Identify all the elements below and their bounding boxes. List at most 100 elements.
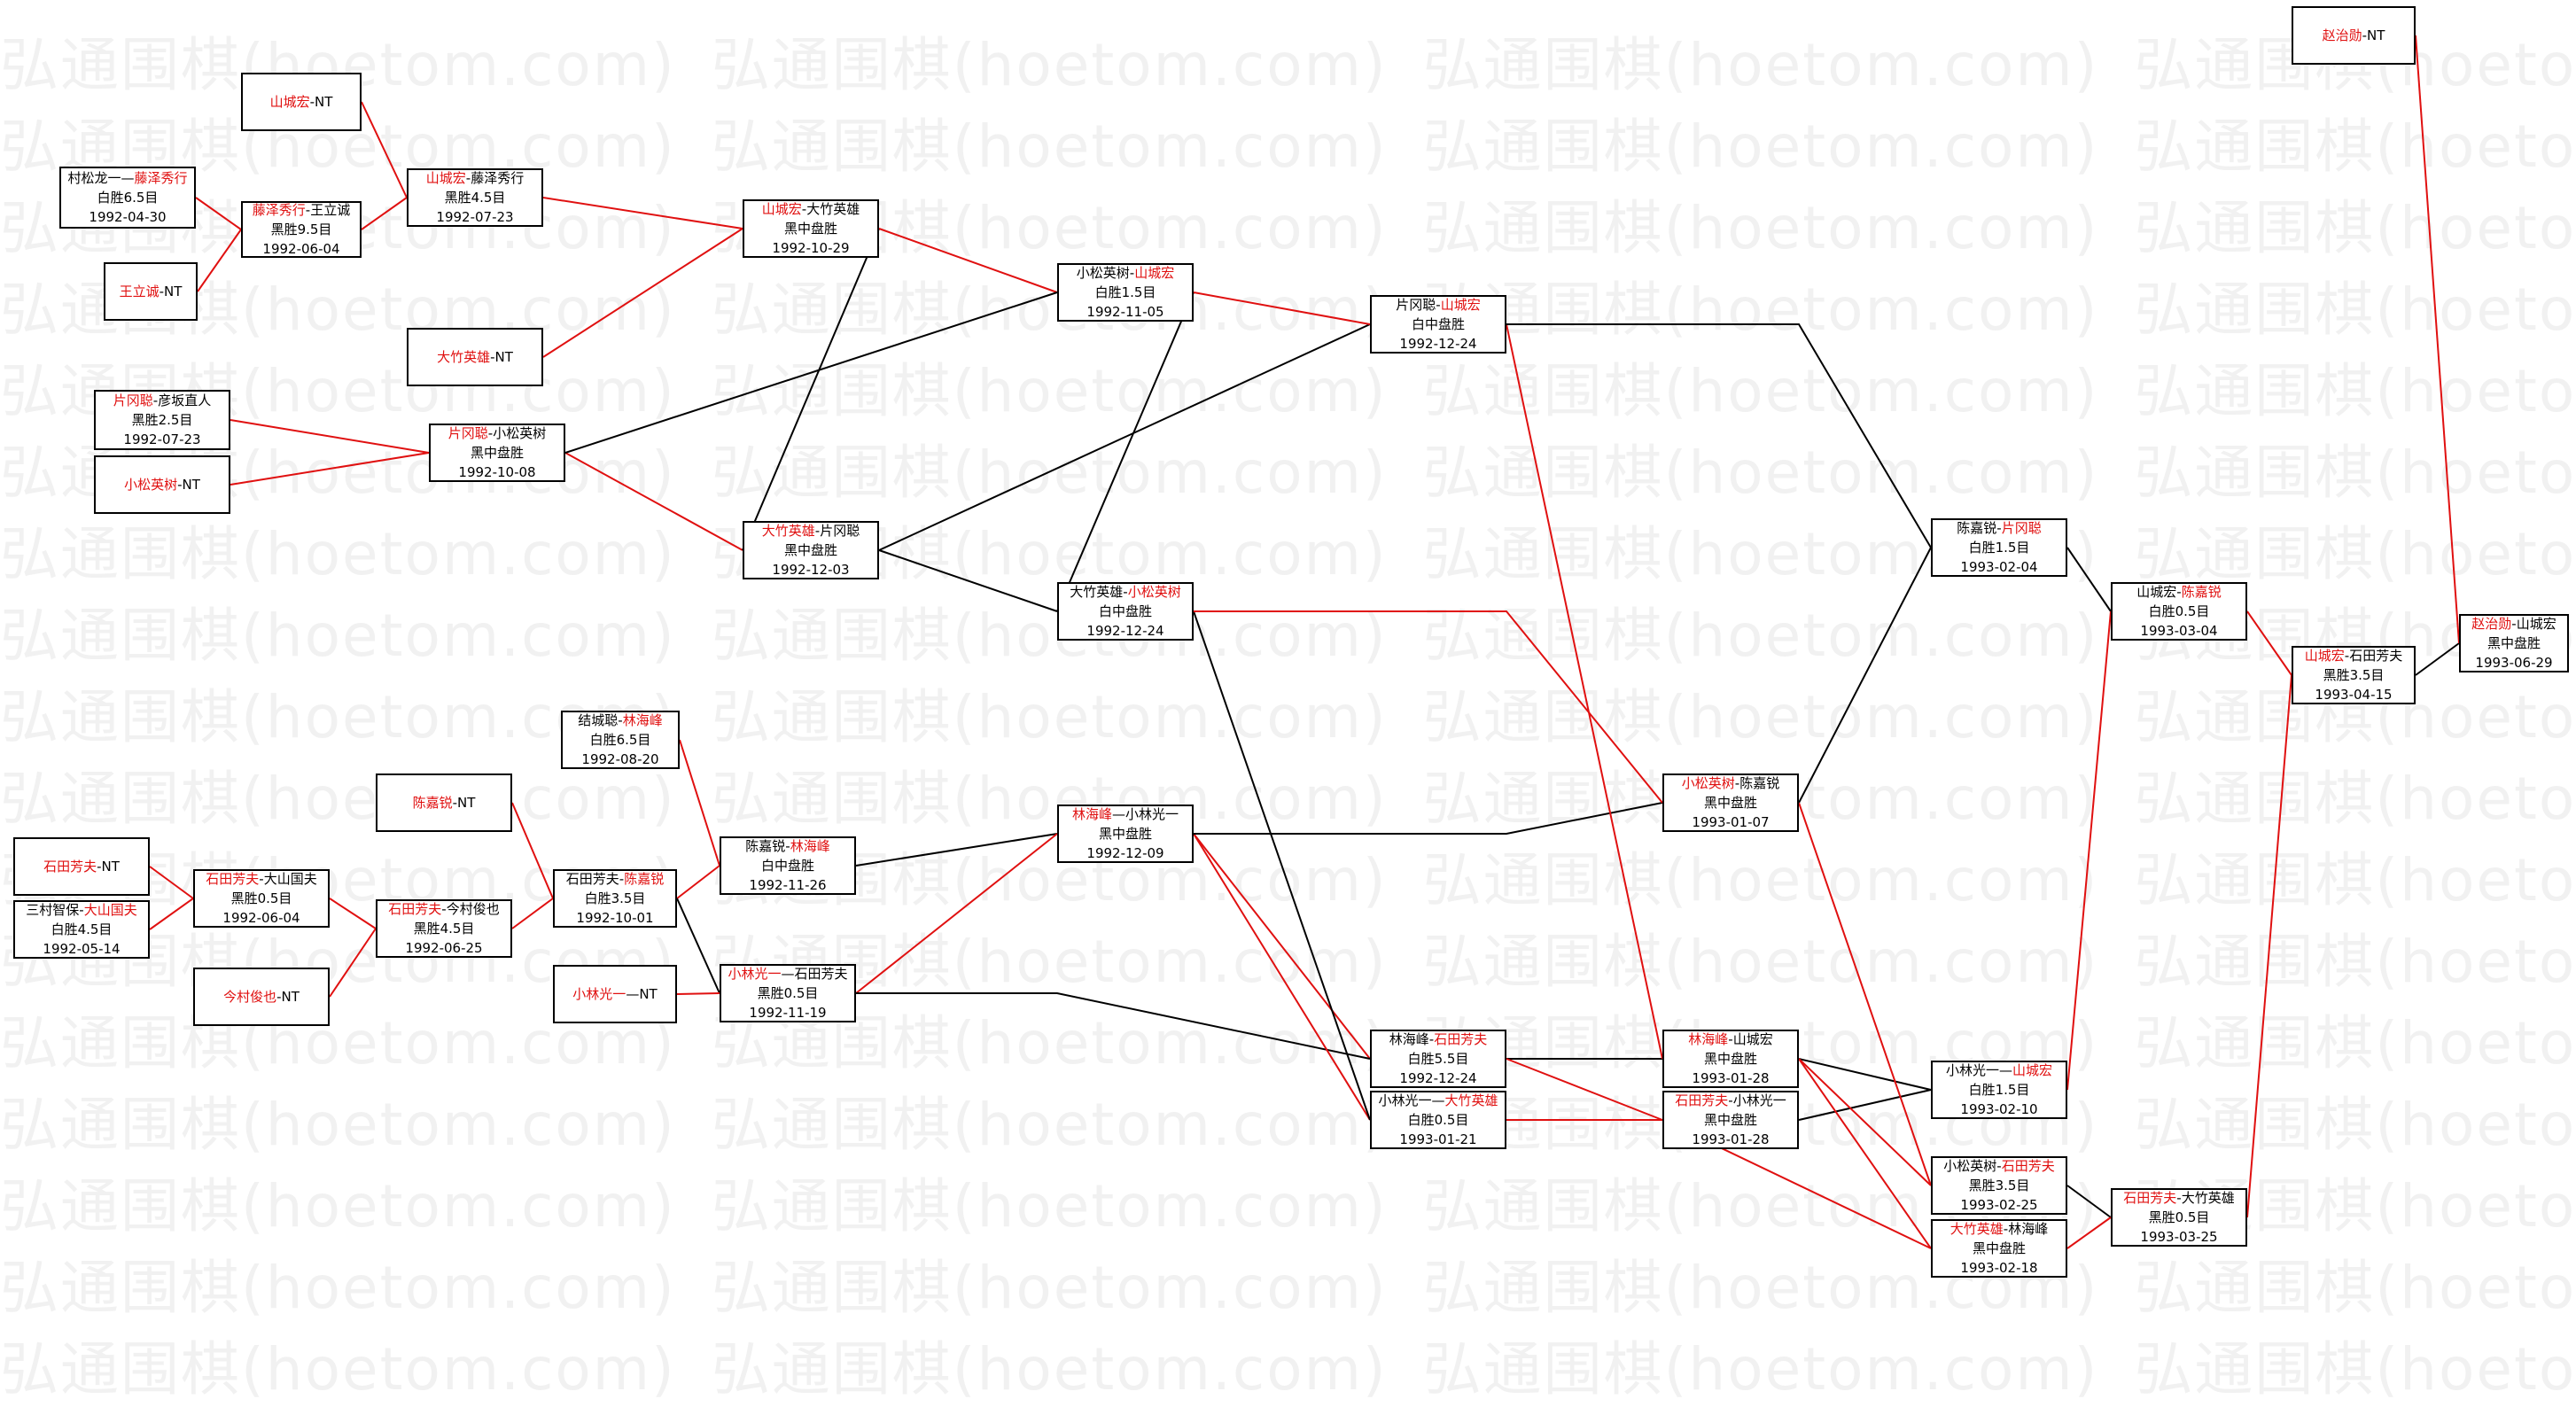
player-separator: — (626, 986, 640, 1002)
match-box-m20[interactable]: 今村俊也-NT (193, 968, 330, 1026)
connector-m30-m33 (1798, 1058, 1932, 1091)
connector-m1-m3 (195, 197, 242, 230)
player-black: 片冈聪 (1396, 297, 1436, 313)
match-players: 小松英树-山城宏 (1077, 263, 1174, 283)
watermark-text: 弘通围棋(hoetom.com) (2134, 928, 2576, 996)
player-black: 小林光一 (728, 966, 782, 982)
match-result: 白胜6.5目 (97, 190, 159, 206)
match-date: 1993-02-18 (1960, 1260, 2038, 1276)
player-white: NT (182, 477, 200, 493)
watermark-row: 弘通围棋(hoetom.com)弘通围棋(hoetom.com)弘通围棋(hoe… (0, 670, 2576, 755)
match-result: 黑胜0.5目 (230, 890, 292, 906)
player-separator: — (1112, 806, 1125, 822)
watermark-text: 弘通围棋(hoetom.com) (1422, 113, 2099, 181)
player-black: 小松英树 (1681, 775, 1735, 791)
player-black: 王立诚 (119, 284, 160, 299)
match-box-m39[interactable]: 赵治勋-NT (2292, 6, 2416, 65)
match-date: 1993-01-21 (1399, 1131, 1477, 1147)
watermark-text: 弘通围棋(hoetom.com) (2134, 765, 2576, 833)
match-result: 白胜6.5目 (589, 732, 651, 748)
player-white: NT (101, 859, 120, 875)
player-separator: — (121, 170, 135, 186)
match-date: 1992-12-24 (1399, 1070, 1477, 1086)
player-white: 藤泽秀行 (471, 170, 525, 186)
match-result: 黑胜4.5目 (444, 190, 506, 206)
watermark-text: 弘通围棋(hoetom.com) (1422, 31, 2099, 99)
watermark-text: 弘通围棋(hoetom.com) (2134, 846, 2576, 914)
watermark-text: 弘通围棋(hoetom.com) (1422, 602, 2099, 670)
watermark-text: 弘通围棋(hoetom.com) (711, 1335, 1388, 1403)
player-white: 大山国夫 (263, 871, 317, 887)
player-separator: - (1436, 297, 1441, 313)
player-black: 石田芳夫 (206, 871, 260, 887)
watermark-text: 弘通围棋(hoetom.com) (2134, 1091, 2576, 1159)
watermark-text: 弘通围棋(hoetom.com) (1422, 846, 2099, 914)
match-box-m16[interactable]: 陈嘉锐-NT (376, 773, 512, 832)
match-box-m4[interactable]: 王立诚-NT (104, 262, 198, 321)
connector-m14-m32 (1506, 323, 1932, 548)
connector-m22-m25 (676, 898, 720, 994)
connector-m35-m37 (2066, 1217, 2112, 1249)
player-black: 大竹英雄 (1070, 584, 1124, 600)
player-black: 山城宏 (2136, 584, 2177, 600)
connector-m9-m10 (230, 452, 430, 486)
player-white: 片冈聪 (2001, 520, 2042, 536)
watermark-text: 弘通围棋(hoetom.com) (0, 602, 676, 670)
player-separator: - (801, 201, 807, 217)
player-black: 林海峰 (1389, 1031, 1429, 1047)
match-box-m7[interactable]: 大竹英雄-NT (407, 328, 543, 386)
match-date: 1993-04-15 (2315, 687, 2393, 703)
player-black: 赵治勋 (2471, 616, 2512, 632)
connector-m20-m21 (329, 928, 377, 998)
player-black: 山城宏 (2304, 648, 2345, 664)
connector-m34-m37 (2066, 1185, 2112, 1218)
match-box-m17[interactable]: 石田芳夫-NT (13, 837, 150, 896)
match-date: 1992-07-23 (436, 209, 514, 225)
match-box-m24[interactable]: 小林光一—NT (553, 965, 677, 1023)
connector-m5-m6 (542, 197, 743, 229)
connector-m3-m5 (361, 197, 408, 230)
player-white: 今村俊也 (446, 901, 500, 917)
match-players: 小林光一—大竹英雄 (1378, 1091, 1498, 1110)
connector-m26-m27 (1193, 833, 1371, 1060)
match-box-m9[interactable]: 小松英树-NT (94, 455, 230, 514)
connector-m31-m33 (1798, 1089, 1932, 1121)
player-white: NT (164, 284, 183, 299)
player-black: 小林光一 (1945, 1062, 1999, 1078)
player-separator: - (1728, 1031, 1733, 1047)
player-separator: - (2511, 616, 2517, 632)
match-box-m2[interactable]: 山城宏-NT (241, 73, 362, 131)
watermark-text: 弘通围棋(hoetom.com) (2134, 439, 2576, 507)
